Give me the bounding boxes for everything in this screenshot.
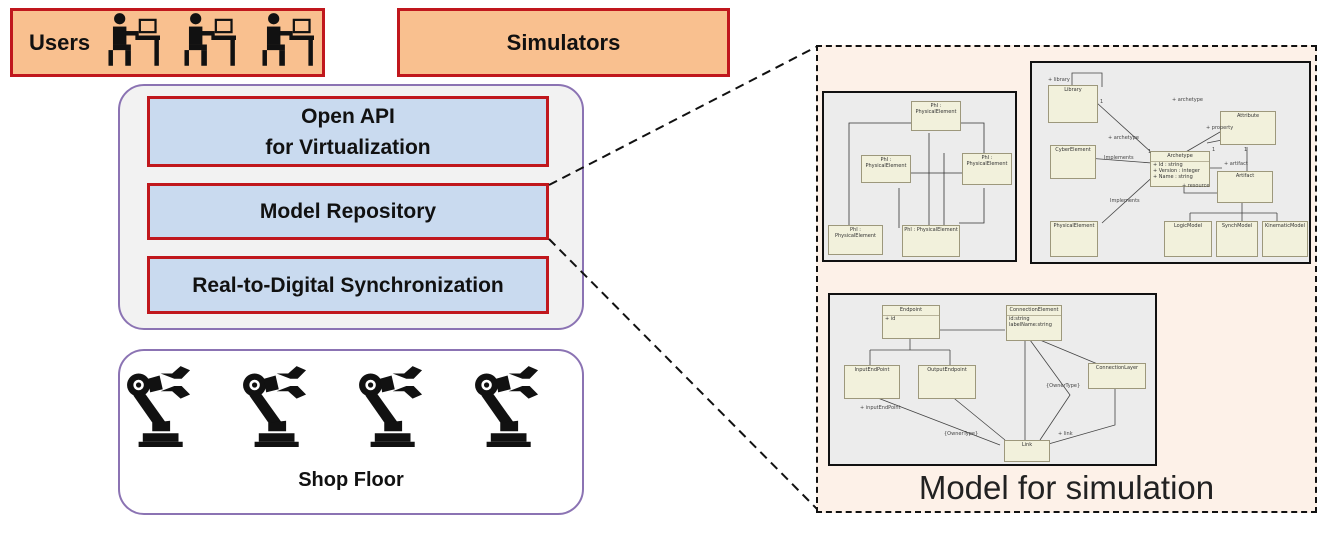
uml-label: + library xyxy=(1048,77,1070,83)
uml-class-attribute: Attribute xyxy=(1220,111,1276,145)
model-for-simulation-caption-wrap: Model for simulation xyxy=(820,466,1313,510)
uml-label: 1 xyxy=(1212,147,1216,153)
uml-label: + link xyxy=(1058,431,1073,437)
uml-class-physical-element: PhI : PhysicalElement xyxy=(902,225,960,257)
uml-diagram-archetype: Library Archetype + Id : string + Versio… xyxy=(1030,61,1311,264)
uml-class-cyber-element: CyberElement xyxy=(1050,145,1096,179)
uml-label: 1 xyxy=(1148,149,1152,155)
uml-label: Implements xyxy=(1110,198,1140,204)
uml-label: Implements xyxy=(1104,155,1134,161)
model-repository-label: Model Repository xyxy=(259,200,437,223)
shop-floor-label: Shop Floor xyxy=(298,468,404,491)
uml-class-synch-model: SynchModel xyxy=(1216,221,1258,257)
simulators-label: Simulators xyxy=(506,29,621,55)
uml-class-physical-element: PhI : PhysicalElement xyxy=(911,101,961,131)
users-label: Users xyxy=(29,29,91,55)
uml-class-logic-model: LogicModel xyxy=(1164,221,1212,257)
uml-label: 1 xyxy=(1100,99,1104,105)
uml-class-physical-element: PhI : PhysicalElement xyxy=(861,155,911,183)
real-to-digital-sync-box: Real-to-Digital Synchronization xyxy=(147,256,549,314)
uml-class-link: Link xyxy=(1004,440,1050,462)
uml-label: + artifact xyxy=(1224,161,1248,167)
open-api-box: Open API for Virtualization xyxy=(147,96,549,167)
uml-class-physical-element: PhysicalElement xyxy=(1050,221,1098,257)
uml-class-endpoint: Endpoint + id xyxy=(882,305,940,339)
uml-label: + property xyxy=(1206,125,1234,131)
uml-class-artifact: Artifact xyxy=(1217,171,1273,203)
sync-label: Real-to-Digital Synchronization xyxy=(192,273,504,297)
uml-label: + resource xyxy=(1182,183,1210,189)
uml-class-output-endpoint: OutputEndpoint xyxy=(918,365,976,399)
uml-diagram-connections: Endpoint + id ConnectionElement id:strin… xyxy=(828,293,1157,466)
uml-class-connection-layer: ConnectionLayer xyxy=(1088,363,1146,389)
uml-label: + archetype xyxy=(1108,135,1139,141)
uml-class-physical-element: PhI : PhysicalElement xyxy=(828,225,883,255)
uml-label: {OwnerType} xyxy=(944,431,979,437)
uml-class-library: Library xyxy=(1048,85,1098,123)
uml-class-kinematic-model: KinematicModel xyxy=(1262,221,1308,257)
uml-label: + inputEndPoint xyxy=(860,405,901,411)
uml-class-archetype: Archetype + Id : string + Version : inte… xyxy=(1150,151,1210,187)
shop-floor-label-wrap: Shop Floor xyxy=(118,462,584,498)
uml-class-connection-element: ConnectionElement id:string labelName:st… xyxy=(1006,305,1062,341)
model-repository-box: Model Repository xyxy=(147,183,549,240)
model-for-simulation-caption: Model for simulation xyxy=(918,469,1215,506)
open-api-line1: Open API xyxy=(301,104,395,128)
uml-label: {OwnerType} xyxy=(1046,383,1081,389)
uml-class-physical-element: PhI : PhysicalElement xyxy=(962,153,1012,185)
uml-label: 1 xyxy=(1244,147,1248,153)
uml-class-input-endpoint: InputEndPoint xyxy=(844,365,900,399)
uml-label: + archetype xyxy=(1172,97,1203,103)
uml-diagram-physical-elements: PhI : PhysicalElement PhI : PhysicalElem… xyxy=(822,91,1017,262)
open-api-line2: for Virtualization xyxy=(265,135,431,159)
simulators-box: Simulators xyxy=(397,8,730,77)
